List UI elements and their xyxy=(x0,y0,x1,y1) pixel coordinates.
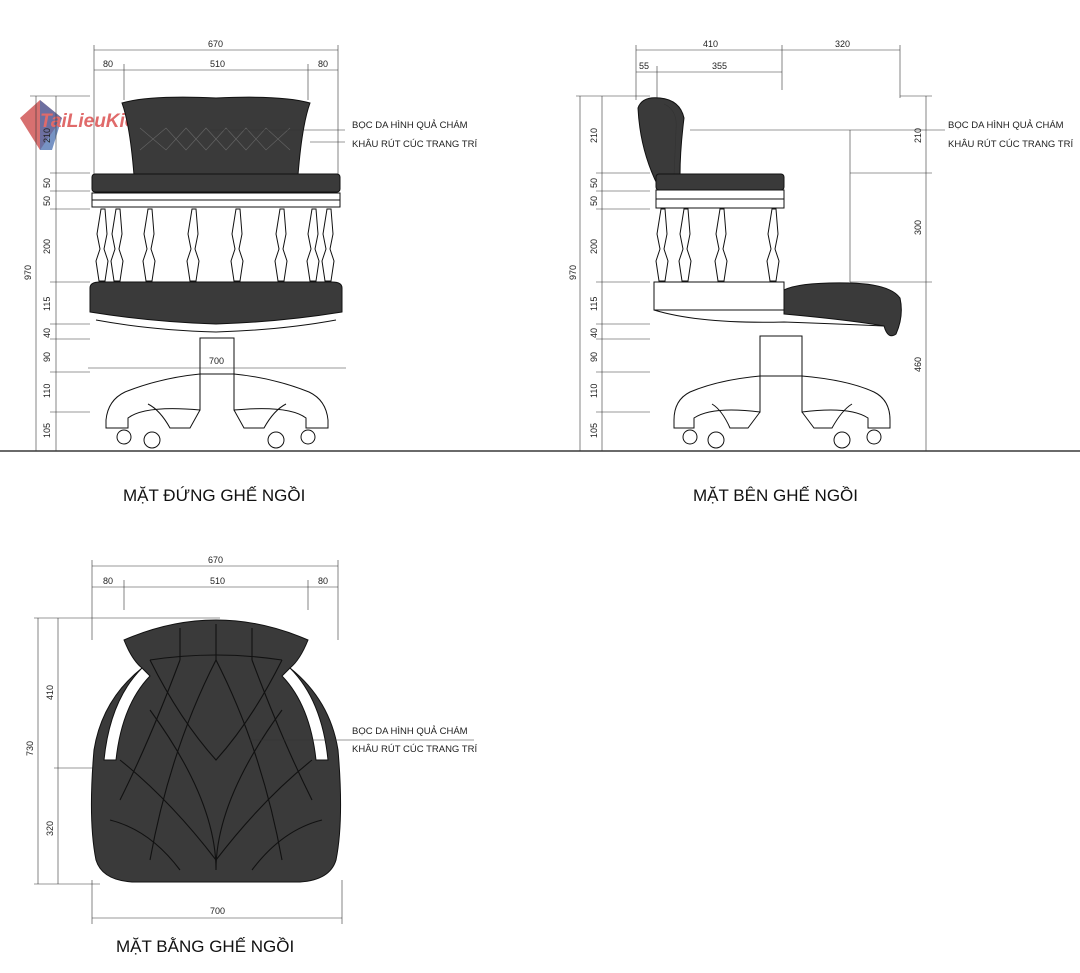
front-dim-column: 90 xyxy=(42,352,52,362)
side-dim-arm-rail: 50 xyxy=(589,196,599,206)
plan-dim-total-width: 670 xyxy=(208,555,223,565)
plan-dim-back-width: 510 xyxy=(210,576,225,586)
plan-dim-bottom-width: 700 xyxy=(210,906,225,916)
front-dim-base: 110 xyxy=(42,384,52,398)
side-dim-right-arm: 300 xyxy=(913,220,923,235)
side-dim-apron: 40 xyxy=(589,328,599,338)
side-dim-seat-overhang: 320 xyxy=(835,39,850,49)
front-dim-right-arm: 80 xyxy=(318,59,328,69)
side-note-leather: BỌC DA HÌNH QUẢ CHÁM xyxy=(948,119,1064,131)
side-backrest xyxy=(637,97,685,187)
plan-arm-right xyxy=(281,667,329,761)
front-arm-pad xyxy=(91,173,341,193)
side-dim-spindles: 200 xyxy=(589,239,599,254)
side-dim-back-thickness: 55 xyxy=(639,61,649,71)
front-dim-back-height: 210 xyxy=(42,128,52,143)
side-spindles xyxy=(655,208,780,282)
front-elevation: 670 80 510 80 210 50 50 200 115 40 90 11… xyxy=(23,39,477,505)
side-note-tufting: KHÂU RÚT CÚC TRANG TRÍ xyxy=(948,139,1073,150)
front-dim-arm-pad: 50 xyxy=(42,178,52,188)
front-casters xyxy=(116,429,316,449)
side-column xyxy=(759,335,803,377)
plan-note-leather: BỌC DA HÌNH QUẢ CHÁM xyxy=(352,725,468,737)
front-dim-seat: 115 xyxy=(42,297,52,311)
side-dim-right-back: 210 xyxy=(913,128,923,143)
front-backrest xyxy=(121,96,311,176)
plan-dim-seat-depth: 320 xyxy=(45,821,55,836)
side-dim-base: 110 xyxy=(589,384,599,398)
plan-note-tufting: KHÂU RÚT CÚC TRANG TRÍ xyxy=(352,744,477,755)
side-dim-total-height: 970 xyxy=(568,265,578,280)
front-dim-casters: 105 xyxy=(42,423,52,438)
front-dim-total-height: 970 xyxy=(23,265,33,280)
front-spindles xyxy=(95,208,335,282)
front-dim-spindles: 200 xyxy=(42,239,52,254)
plan-tufting-pattern xyxy=(109,624,323,871)
front-view-title: MẶT ĐỨNG GHẾ NGỒI xyxy=(123,486,305,505)
front-note-leather: BỌC DA HÌNH QUẢ CHÁM xyxy=(352,119,468,131)
plan-seat-outline xyxy=(90,619,342,883)
side-elevation: 410 320 55 355 210 50 50 200 115 40 90 1… xyxy=(568,39,1073,505)
side-dim-back-height: 210 xyxy=(589,128,599,143)
side-seat-cushion xyxy=(783,282,902,337)
front-base-leg-right xyxy=(233,373,329,429)
front-dim-back-width: 510 xyxy=(210,59,225,69)
front-base-leg-left xyxy=(105,373,201,429)
side-seat-frame xyxy=(653,281,785,311)
plan-arm-left xyxy=(103,667,151,761)
front-note-tufting: KHÂU RÚT CÚC TRANG TRÍ xyxy=(352,139,477,150)
side-base-leg-front xyxy=(673,375,761,429)
side-dim-casters: 105 xyxy=(589,423,599,438)
front-dim-base-width: 700 xyxy=(209,356,224,366)
front-seat xyxy=(89,281,343,325)
side-dim-arm-depth: 355 xyxy=(712,61,727,71)
front-dim-arm-rail: 50 xyxy=(42,196,52,206)
plan-dim-right-arm: 80 xyxy=(318,576,328,586)
plan-dim-back-depth: 410 xyxy=(45,685,55,700)
side-dim-column: 90 xyxy=(589,352,599,362)
plan-view: 670 80 510 80 410 320 730 700 xyxy=(25,555,477,956)
front-dim-apron: 40 xyxy=(42,328,52,338)
side-dim-back-depth: 410 xyxy=(703,39,718,49)
front-dim-total-width: 670 xyxy=(208,39,223,49)
plan-dim-total-depth: 730 xyxy=(25,741,35,756)
side-view-title: MẶT BÊN GHẾ NGỒI xyxy=(693,486,858,505)
side-dim-seat: 115 xyxy=(589,297,599,311)
front-dim-left-arm: 80 xyxy=(103,59,113,69)
side-casters xyxy=(682,429,882,449)
side-arm-pad xyxy=(655,173,785,191)
side-base-leg-back xyxy=(801,375,891,429)
plan-view-title: MẶT BẰNG GHẾ NGỒI xyxy=(116,937,294,956)
plan-dim-left-arm: 80 xyxy=(103,576,113,586)
side-dim-arm-pad: 50 xyxy=(589,178,599,188)
side-dim-seat-height: 460 xyxy=(913,357,923,372)
